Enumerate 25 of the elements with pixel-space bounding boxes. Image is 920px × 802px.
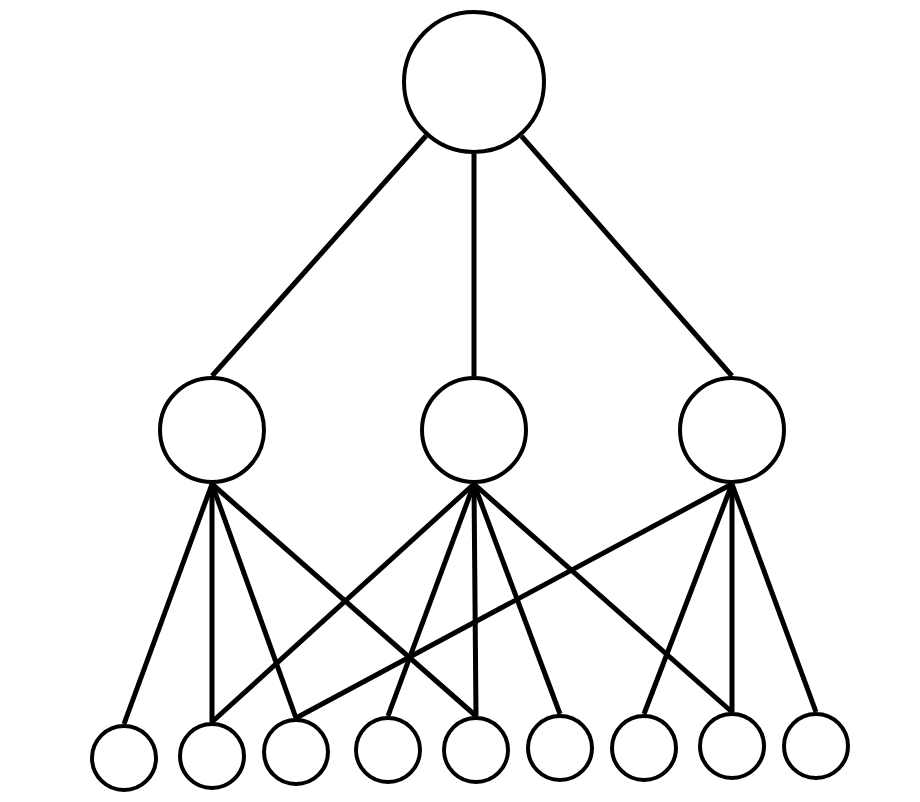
connector-line xyxy=(209,483,299,719)
circle-node xyxy=(442,716,510,784)
circle-node xyxy=(178,722,246,790)
circle-node xyxy=(678,376,786,484)
circle-node xyxy=(158,376,266,484)
connector-line xyxy=(385,483,477,717)
connector-line xyxy=(729,484,735,712)
connector-line xyxy=(729,483,819,713)
circle-node xyxy=(354,716,422,784)
connector-line xyxy=(121,483,215,725)
circle-node xyxy=(782,712,850,780)
connector-line xyxy=(210,134,428,378)
connector-line xyxy=(471,154,477,376)
connector-line xyxy=(294,481,734,721)
connector-line xyxy=(471,483,563,715)
circle-node xyxy=(90,724,158,792)
connector-line xyxy=(472,482,734,714)
circle-node xyxy=(526,714,594,782)
circle-node xyxy=(698,712,766,780)
circle-node xyxy=(420,376,528,484)
connector-line xyxy=(641,483,735,715)
circle-node xyxy=(610,714,678,782)
circle-node xyxy=(262,718,330,786)
connector-line xyxy=(519,134,734,378)
connector-line xyxy=(209,484,215,722)
